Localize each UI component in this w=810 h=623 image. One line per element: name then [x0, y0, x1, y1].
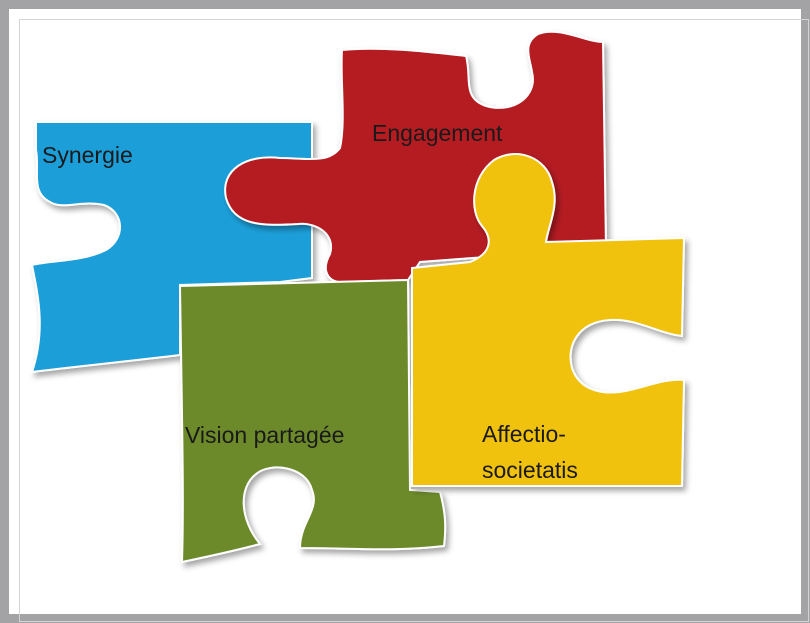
label-affectio-line2: societatis [482, 457, 578, 483]
puzzle-piece-vision [178, 278, 447, 564]
label-synergie: Synergie [42, 142, 133, 168]
label-affectio-line1: Affectio- [482, 421, 566, 447]
label-vision: Vision partagée [185, 422, 344, 448]
inner-border [19, 19, 809, 622]
label-engagement: Engagement [372, 120, 503, 146]
puzzle-piece-affectio [411, 153, 686, 487]
